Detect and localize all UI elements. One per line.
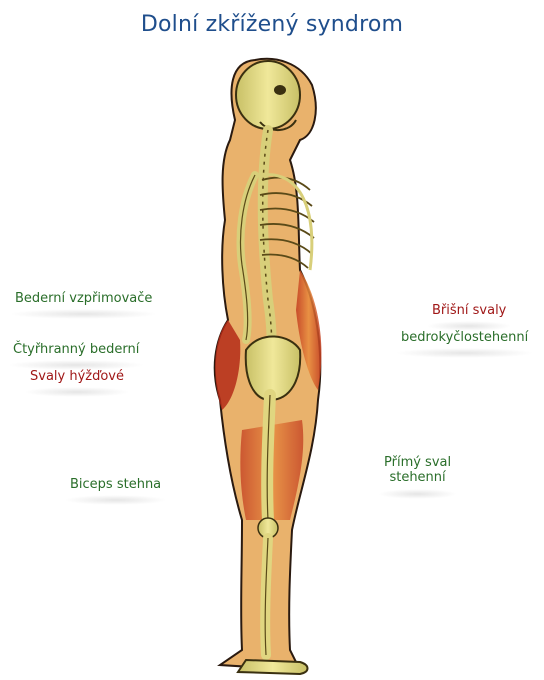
- label-primy-sval-stehenni: Přímý sval stehenní: [384, 455, 451, 485]
- label-primy-sval-line1: Přímý sval: [384, 455, 451, 470]
- label-svaly-hyzdove: Svaly hýžďové: [30, 369, 124, 384]
- label-brisni-svaly: Břišní svaly: [432, 303, 506, 318]
- label-bedrokyclostehenni: bedrokyčlostehenní: [401, 330, 528, 345]
- label-biceps-stehna: Biceps stehna: [70, 477, 161, 492]
- skull: [236, 61, 300, 129]
- label-primy-sval-line2: stehenní: [384, 470, 451, 485]
- label-bederni-vzprimovace: Bederní vzpřimovače: [15, 291, 152, 306]
- page-title: Dolní zkřížený syndrom: [0, 12, 544, 37]
- skeleton-illustration: [150, 50, 390, 680]
- label-ctyrhranny-bederni: Čtyřhranný bederní: [13, 342, 139, 357]
- foot: [238, 660, 308, 674]
